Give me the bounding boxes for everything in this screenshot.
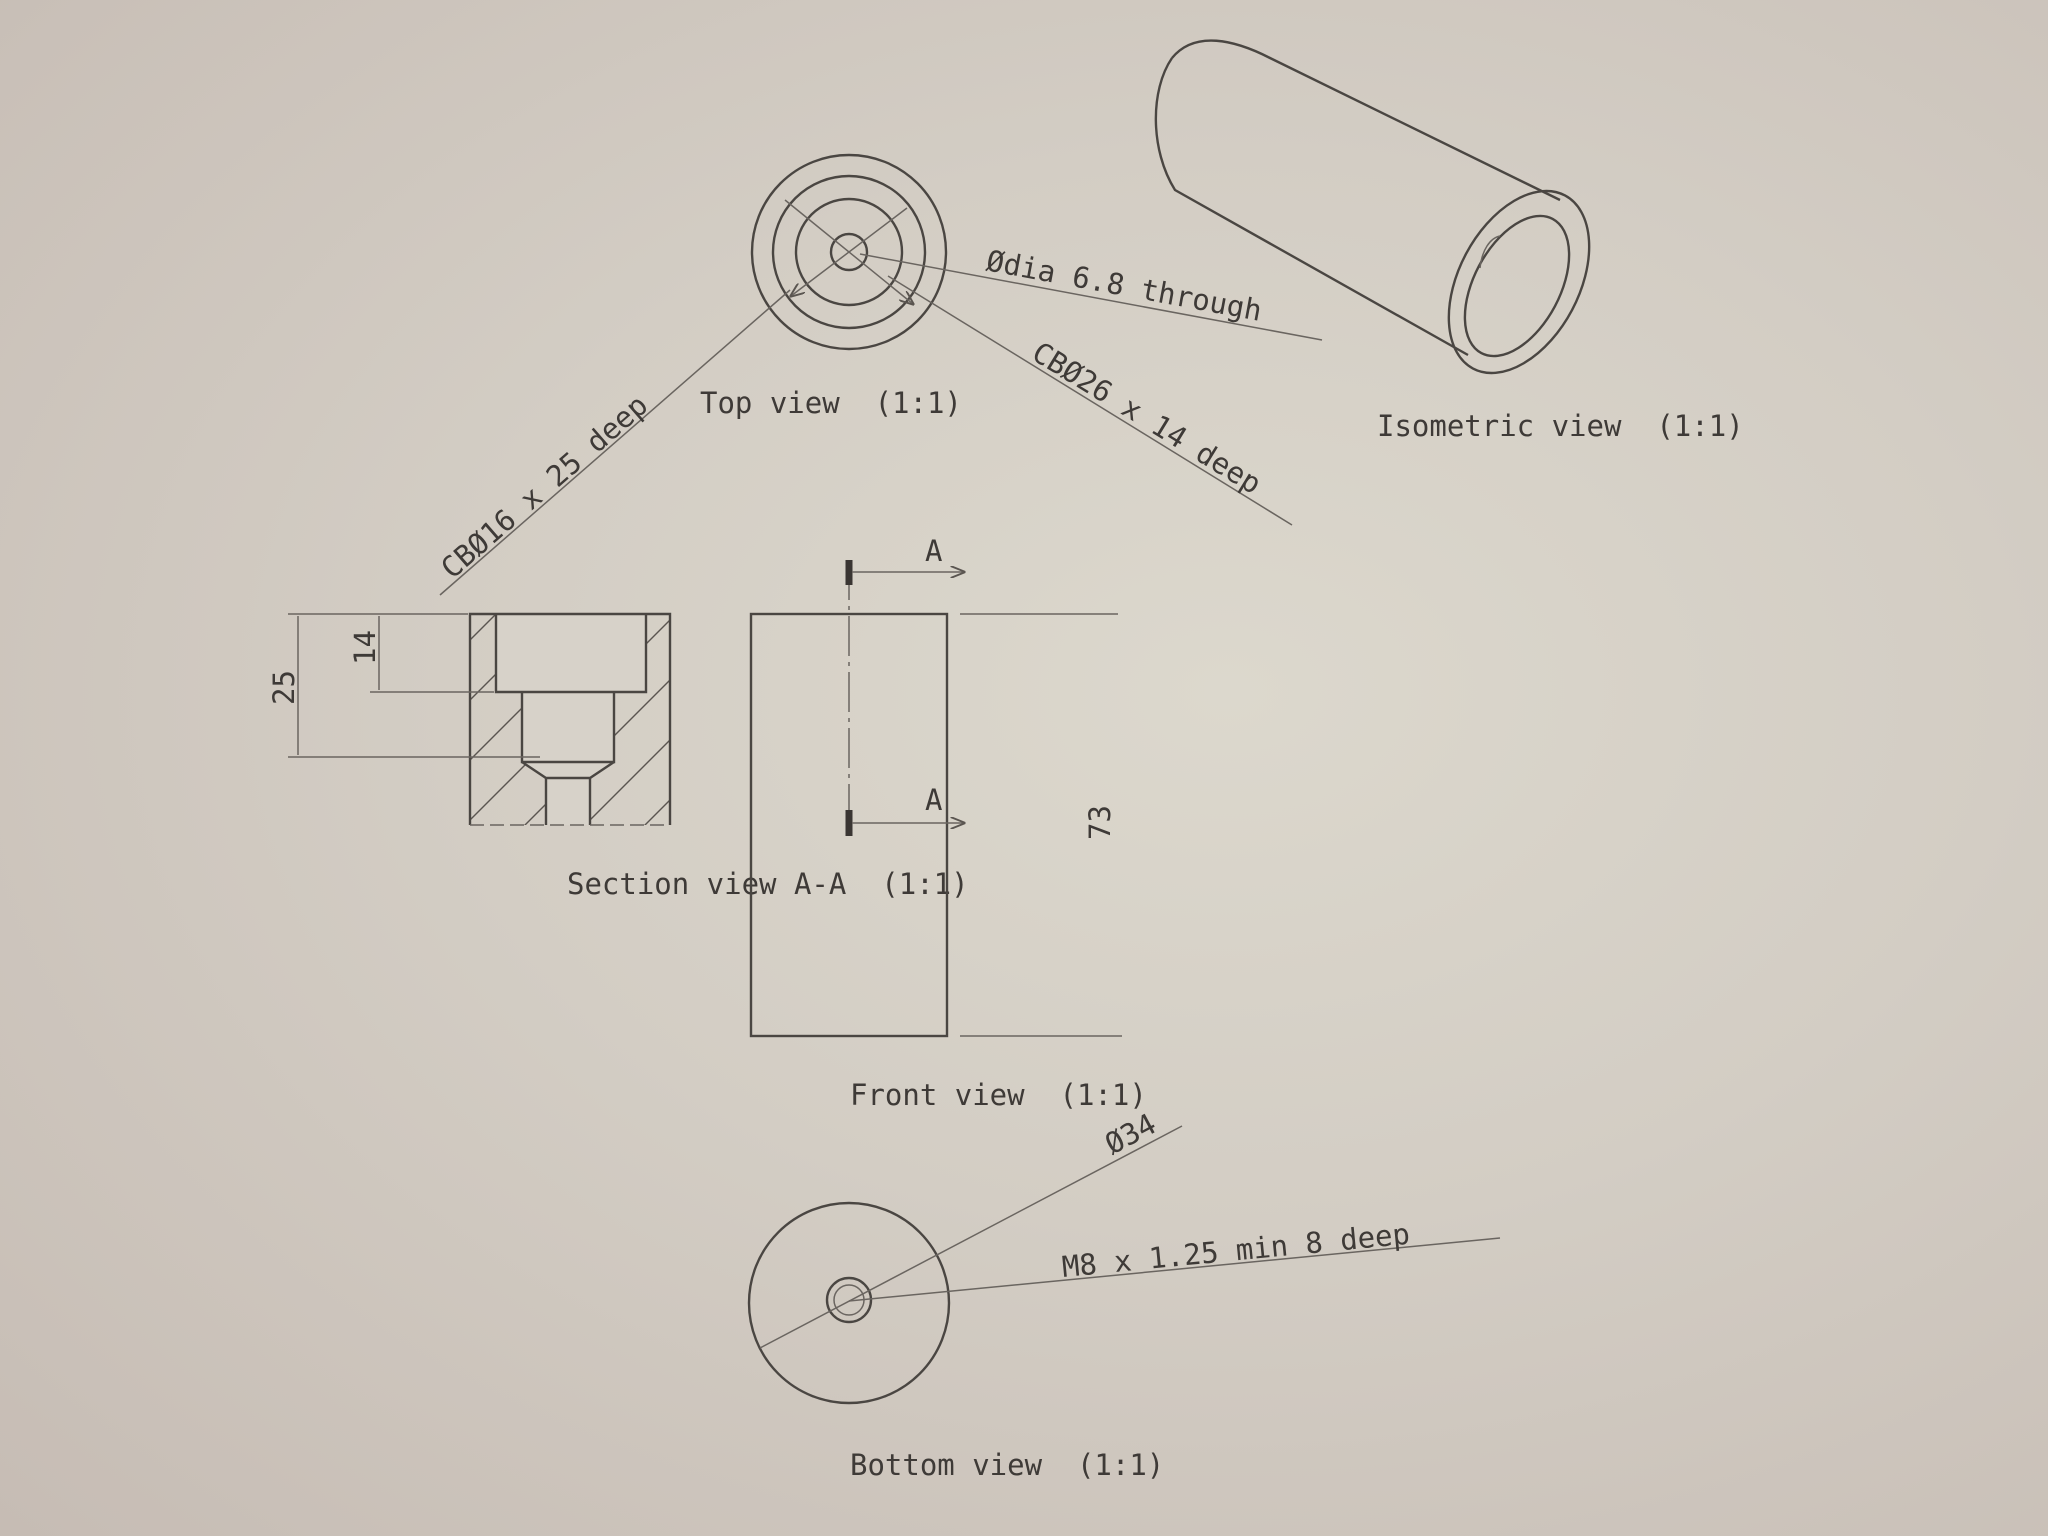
dim-73: 73 (1083, 805, 1117, 840)
note-cb16: CBØ16 x 25 deep (434, 388, 654, 585)
dim-14: 14 (348, 630, 382, 665)
section-view: 25 14 Section view A-A (1:1) (267, 612, 969, 901)
dim-25: 25 (267, 670, 301, 705)
front-view: A A 73 Front view (1:1) (749, 534, 1147, 1112)
dim-diameter-34: Ø34 (1099, 1107, 1161, 1162)
top-view-label: Top view (1:1) (700, 386, 962, 420)
leader-cb16 (439, 289, 791, 596)
note-thread: M8 x 1.25 min 8 deep (1060, 1217, 1411, 1284)
isometric-view: Isometric view (1:1) (1154, 39, 1744, 443)
note-cb26: CBØ26 x 14 deep (1026, 335, 1267, 501)
section-view-label: Section view A-A (1:1) (567, 867, 969, 901)
section-mark-top: A (925, 534, 942, 568)
bottom-view-label: Bottom view (1:1) (850, 1448, 1164, 1482)
leader-cb26 (887, 275, 1293, 526)
leader-through (859, 253, 1323, 341)
top-view: Ødia 6.8 through CBØ26 x 14 deep CBØ16 x… (434, 153, 1323, 596)
bottom-view: Ø34 M8 x 1.25 min 8 deep Bottom view (1:… (747, 1107, 1501, 1482)
section-mark-bottom: A (925, 783, 942, 817)
isometric-view-label: Isometric view (1:1) (1377, 409, 1744, 443)
front-view-label: Front view (1:1) (850, 1078, 1147, 1112)
